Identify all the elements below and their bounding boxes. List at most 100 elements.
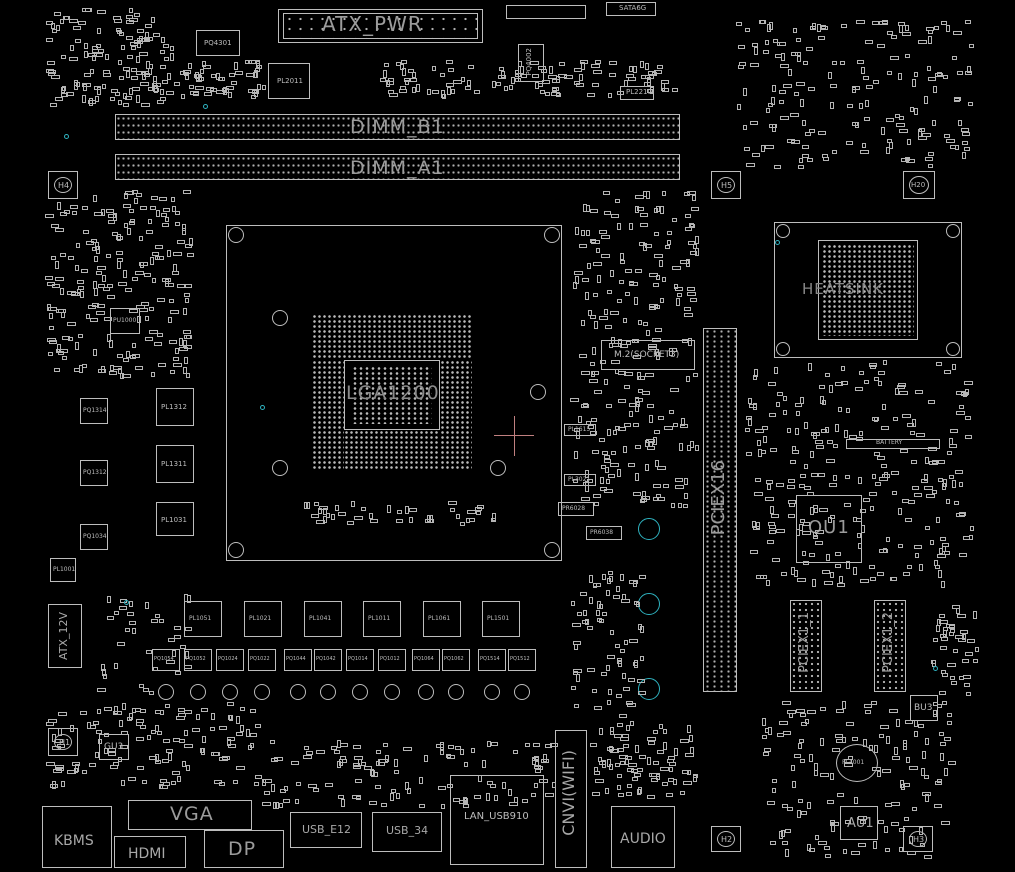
- smd-pad: [574, 271, 583, 275]
- smd-pad: [853, 567, 857, 575]
- smd-pad: [789, 713, 793, 718]
- pciex1-2-slot[interactable]: [874, 600, 906, 692]
- smd-pad: [617, 723, 623, 727]
- pciex16-slot[interactable]: [703, 328, 737, 692]
- smd-pad: [173, 264, 177, 272]
- smd-pad: [766, 108, 770, 113]
- smd-pad: [769, 22, 773, 30]
- smd-pad: [331, 514, 335, 520]
- heatsink-outline[interactable]: [774, 222, 962, 358]
- m2-socket3-connector[interactable]: [601, 340, 695, 370]
- smd-pad: [800, 519, 805, 523]
- atx-12v-connector[interactable]: [48, 604, 82, 668]
- smd-pad: [936, 362, 942, 366]
- smd-pad: [953, 31, 962, 35]
- smd-pad: [677, 293, 682, 297]
- pr6028-label: PR6028: [562, 505, 586, 512]
- smd-pad: [72, 211, 77, 215]
- smd-pad: [104, 733, 109, 737]
- smd-pad: [150, 206, 156, 210]
- smd-pad: [465, 86, 471, 90]
- smd-pad: [620, 649, 625, 653]
- smd-pad: [769, 530, 776, 534]
- vrm-capacitor: [384, 684, 400, 700]
- smd-pad: [590, 431, 597, 435]
- audio-jack[interactable]: [611, 806, 675, 868]
- sata-connector-2[interactable]: [606, 2, 656, 16]
- dimm-b1-slot[interactable]: [115, 114, 680, 140]
- usb-e12-port[interactable]: [290, 812, 362, 848]
- smd-pad: [765, 497, 774, 501]
- smd-pad: [650, 87, 654, 94]
- smd-pad: [827, 800, 834, 804]
- sata-connector[interactable]: [506, 5, 586, 19]
- smd-pad: [897, 385, 905, 389]
- smd-pad: [791, 567, 795, 575]
- smd-pad: [609, 576, 613, 582]
- atx-pwr-connector[interactable]: [278, 9, 483, 43]
- smd-pad: [928, 447, 937, 451]
- smd-pad: [899, 116, 904, 120]
- dimm-a1-slot[interactable]: [115, 154, 680, 180]
- smd-pad: [905, 54, 910, 58]
- dp-port[interactable]: [204, 830, 284, 868]
- smd-pad: [854, 797, 858, 804]
- smd-pad: [599, 438, 605, 442]
- smd-pad: [688, 241, 695, 245]
- smd-pad: [879, 734, 884, 738]
- smd-pad: [164, 57, 169, 61]
- smd-pad: [157, 731, 162, 735]
- smd-pad: [534, 783, 538, 788]
- smd-pad: [687, 770, 691, 775]
- smd-pad: [815, 835, 819, 840]
- smd-pad: [767, 24, 771, 32]
- smd-pad: [126, 71, 130, 78]
- smd-pad: [652, 338, 661, 342]
- lan-usb-port[interactable]: [450, 775, 544, 865]
- smd-pad: [571, 601, 575, 606]
- smd-pad: [803, 522, 810, 526]
- smd-pad: [456, 514, 460, 519]
- kbms-port[interactable]: [42, 806, 112, 868]
- smd-pad: [130, 355, 136, 359]
- smd-pad: [774, 367, 778, 374]
- smd-pad: [629, 223, 633, 230]
- cnvi-wifi-slot[interactable]: [555, 730, 587, 868]
- smd-pad: [403, 747, 412, 751]
- smd-pad: [647, 404, 654, 408]
- lga-pad-array-right: [440, 360, 472, 470]
- smd-pad: [222, 88, 227, 92]
- smd-pad: [62, 356, 67, 360]
- smd-pad: [627, 703, 636, 707]
- smd-pad: [409, 517, 413, 523]
- pciex1-1-slot[interactable]: [790, 600, 822, 692]
- smd-pad: [545, 92, 550, 96]
- vrm-mosfet-label: PQ1022: [250, 656, 270, 662]
- smd-pad: [806, 47, 813, 51]
- smd-pad: [95, 752, 99, 758]
- smd-pad: [962, 141, 968, 145]
- smd-pad: [474, 795, 481, 799]
- smd-pad: [916, 433, 925, 437]
- smd-pad: [83, 230, 89, 234]
- smd-pad: [901, 784, 905, 790]
- hdmi-port[interactable]: [114, 836, 186, 868]
- smd-pad: [121, 780, 125, 786]
- usb-34-port[interactable]: [372, 812, 442, 852]
- vga-port[interactable]: [128, 800, 252, 830]
- smd-pad: [617, 785, 621, 790]
- smd-pad: [672, 218, 677, 222]
- smd-pad: [49, 313, 53, 319]
- cpu-socket-outline[interactable]: [226, 225, 562, 561]
- smd-pad: [879, 477, 888, 481]
- smd-pad: [802, 551, 806, 556]
- smd-pad: [881, 127, 885, 135]
- smd-pad: [752, 521, 756, 528]
- smd-pad: [645, 373, 654, 377]
- smd-pad: [227, 739, 231, 746]
- smd-pad: [383, 70, 387, 78]
- heatsink-hole-bl: [776, 342, 790, 356]
- smd-pad: [594, 390, 602, 394]
- smd-pad: [139, 236, 143, 241]
- pl1615-inductor: [564, 424, 596, 436]
